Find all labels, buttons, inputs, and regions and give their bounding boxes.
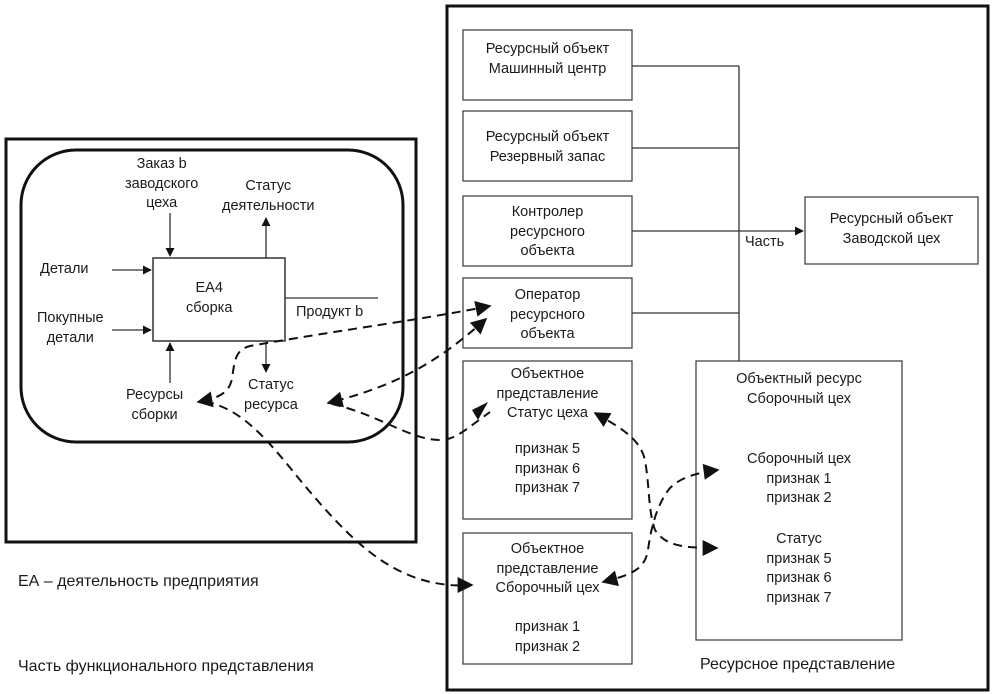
view-assembly-box — [462, 532, 633, 665]
status-activity-label: Статус деятельности — [222, 178, 315, 214]
object-resource-title: Объектный ресурс Сборочный цех — [736, 371, 862, 407]
status-resource-label: Статус ресурса — [244, 377, 298, 413]
resource-object-factory-shop: Ресурсный объект Заводской цех — [829, 211, 954, 247]
details-label: Детали — [40, 261, 89, 277]
mapping-operator-to-resources — [196, 300, 492, 408]
view-assembly-attrs: признак 1 признак 2 — [514, 619, 581, 655]
part-label: Часть — [745, 234, 785, 250]
resource-controller: Контролер ресурсного объекта — [510, 204, 585, 259]
resource-view-caption: Ресурсное представление — [700, 656, 896, 673]
view-assembly-title: Объектное представление Сборочный цех — [495, 541, 600, 596]
view-shop-status-attrs: признак 5 признак 6 признак 7 — [514, 441, 581, 496]
part-of-connectors — [632, 65, 804, 361]
object-resource-status-group: Статус признак 5 признак 6 признак 7 — [766, 531, 832, 606]
functional-view-caption: Часть функционального представления — [18, 658, 314, 675]
mapping-status-resource-to-shop-status — [331, 403, 491, 442]
shop-status-arrowhead — [472, 402, 488, 420]
shop-target-box — [804, 196, 979, 265]
product-label: Продукт b — [296, 304, 364, 320]
resource-object-machine-center: Ресурсный объект Машинный центр — [485, 41, 610, 77]
mapping-operator-to-status-resource — [326, 317, 488, 408]
resource-object-reserve-box — [462, 110, 633, 182]
activity-label: EA4 сборка — [186, 280, 233, 316]
order-label: Заказ b заводского цеха — [125, 156, 199, 211]
mapping-assembly-view-to-assembly-group — [601, 463, 720, 587]
ea-legend: ЕА – деятельность предприятия — [18, 573, 259, 590]
resource-object-reserve: Ресурсный объект Резервный запас — [485, 129, 610, 165]
mapping-resources-to-assembly-view — [204, 400, 474, 594]
purchased-details-label: Покупные детали — [37, 310, 104, 346]
resources-label: Ресурсы сборки — [126, 387, 184, 423]
resource-object-machine-center-box — [462, 29, 633, 101]
object-resource-assembly-group: Сборочный цех признак 1 признак 2 — [747, 451, 851, 506]
activity-context-rounded — [19, 148, 405, 444]
resource-operator: Оператор ресурсного объекта — [510, 287, 585, 342]
view-shop-status-title: Объектное представление Статус цеха — [496, 366, 599, 421]
